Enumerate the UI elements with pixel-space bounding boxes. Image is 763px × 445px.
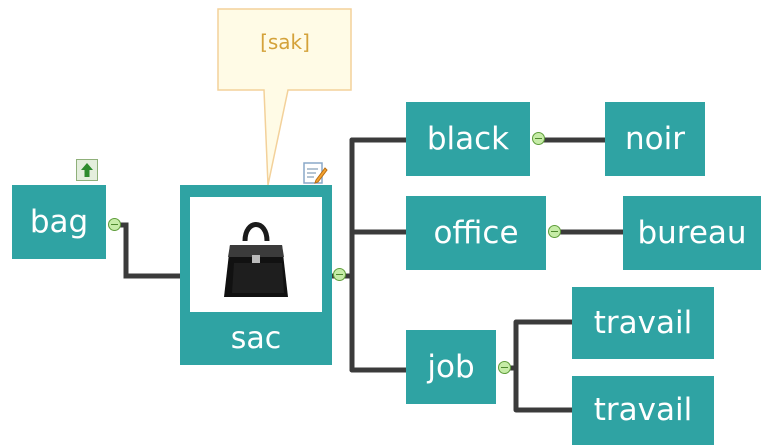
node-sac[interactable]: sac <box>180 185 332 365</box>
node-black[interactable]: black <box>406 102 530 176</box>
node-travail-2[interactable]: travail <box>572 376 714 445</box>
node-label: travail <box>593 304 693 341</box>
collapse-minus-icon[interactable] <box>532 132 545 145</box>
node-label: job <box>427 348 475 385</box>
node-label: travail <box>593 392 693 428</box>
collapse-minus-icon[interactable] <box>498 361 511 374</box>
node-label: noir <box>625 120 685 157</box>
connector-sac-trunk <box>329 137 355 373</box>
collapse-minus-icon[interactable] <box>333 268 346 281</box>
node-label: bureau <box>637 214 747 251</box>
node-noir[interactable]: noir <box>605 102 705 176</box>
node-bag[interactable]: bag <box>12 185 106 259</box>
connector-bag-sac <box>113 222 183 279</box>
arrow-up-icon[interactable] <box>76 159 98 181</box>
note-edit-icon[interactable] <box>302 160 328 186</box>
callout-balloon <box>217 8 352 186</box>
collapse-minus-icon[interactable] <box>108 218 121 231</box>
connector-job-travail <box>505 319 575 413</box>
handbag-icon <box>224 222 288 297</box>
node-label: sac <box>230 321 282 356</box>
handbag-image <box>190 197 322 312</box>
node-label: bag <box>29 203 89 240</box>
node-job[interactable]: job <box>406 330 496 404</box>
node-travail-1[interactable]: travail <box>572 287 714 359</box>
node-label: black <box>426 120 510 157</box>
node-label: office <box>433 214 519 251</box>
arrow-up-glyph <box>81 163 93 177</box>
node-bureau[interactable]: bureau <box>623 196 761 270</box>
collapse-minus-icon[interactable] <box>548 225 561 238</box>
note-glyph <box>303 162 328 184</box>
node-office[interactable]: office <box>406 196 546 270</box>
callout-text: [sak] <box>260 30 310 54</box>
